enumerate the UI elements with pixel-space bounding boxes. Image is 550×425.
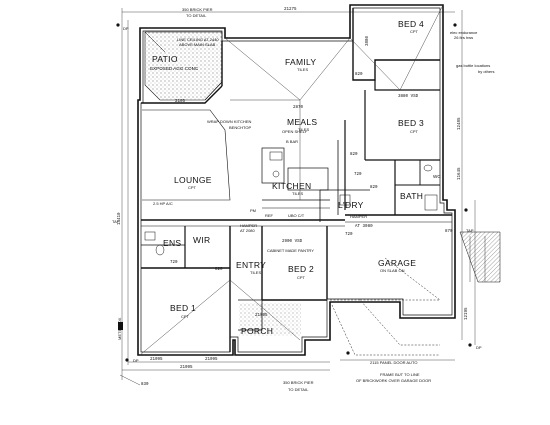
label-meals: MEALS — [287, 117, 317, 127]
label-family: FAMILY — [285, 57, 316, 67]
dim-11645: 11645 — [458, 167, 462, 180]
label-bed4-sub: CPT — [410, 29, 419, 34]
dim-porch: 21095 — [255, 314, 268, 318]
label-patio: PATIO — [152, 54, 178, 64]
label-bed4: BED 4 — [398, 19, 424, 29]
note-gas-bottle-2: by others — [478, 69, 494, 74]
label-ldry: L'DRY — [338, 200, 364, 210]
dim-720b: 720 — [345, 233, 353, 237]
dimensions: 21275 14410 2105 3880 3880 VSD 2870 2900… — [118, 8, 469, 387]
note-dp-right: DP — [476, 345, 482, 350]
dim-meals: 2870 — [293, 106, 304, 110]
dim-bed4: 3880 — [366, 35, 370, 46]
note-hamper-ldry: HAMPER — [350, 214, 367, 219]
label-bed2: BED 2 — [288, 264, 314, 274]
dim-top: 21275 — [284, 8, 297, 12]
label-bed2-sub: CPT — [297, 275, 306, 280]
label-patio-note: EXPOSED AGG CONC — [150, 66, 199, 71]
label-bed1-sub: CPT — [181, 314, 190, 319]
label-bed3: BED 3 — [398, 118, 424, 128]
label-wir: WIR — [193, 235, 210, 245]
label-lounge-sub: CPT — [188, 185, 197, 190]
room-labels: PATIO EXPOSED AGG CONC FAMILY TILES BED … — [150, 19, 441, 336]
note-line-ceiling: LINE CEILING AT 2440 — [177, 37, 219, 42]
note-tap-left: TAP — [112, 219, 120, 224]
dim-820d: 820 — [215, 268, 223, 272]
note-gas-bottle: gas bottle locations — [456, 63, 490, 68]
dim-820b: 820 — [350, 153, 358, 157]
label-ens: ENS — [163, 238, 181, 248]
dim-patio: 2105 — [175, 100, 186, 104]
dimension-lines — [119, 8, 476, 386]
dim-720a: 720 — [170, 261, 178, 265]
note-meterbox: METERBOX — [117, 317, 122, 340]
markers — [116, 23, 472, 362]
note-ref: REF — [265, 213, 274, 218]
roof-lines — [139, 4, 444, 356]
porch-area — [239, 303, 301, 336]
dim-820a: 820 — [355, 73, 363, 77]
label-bed3-sub: CPT — [410, 129, 419, 134]
note-dp-top: DP — [123, 26, 129, 31]
note-garage-door: 2115 PANEL DOOR AUTO — [370, 360, 417, 365]
note-brick-pier-top: 350 BRICK PIER — [182, 7, 213, 12]
dim-820c: 820 — [370, 186, 378, 190]
fixtures — [144, 151, 438, 256]
dim-3080: AT 3080 — [355, 225, 373, 229]
patio-area — [144, 31, 223, 101]
label-lounge: LOUNGE — [174, 175, 212, 185]
note-wrap-kitchen-2: BENCHTOP — [229, 125, 251, 130]
note-dp-bottom: DP — [133, 358, 139, 363]
dim-12195: 12195 — [465, 307, 469, 320]
dim-720c: 720 — [354, 173, 362, 177]
note-uc: UBO C/T — [288, 213, 305, 218]
label-garage: GARAGE — [378, 258, 416, 268]
notes: 350 BRICK PIER TO DETAIL LINE CEILING AT… — [112, 7, 494, 392]
label-kitchen: KITCHEN — [272, 181, 311, 191]
label-entry-sub: TILES — [250, 270, 261, 275]
note-bar: B BAR — [286, 139, 298, 144]
dim-870: 870 — [445, 230, 453, 234]
dim-side: 14410 — [118, 212, 122, 225]
note-brick-pier-bot: 350 BRICK PIER — [283, 380, 314, 385]
note-line-ceiling-2: ABOVE MAIN SLAB — [179, 42, 216, 47]
note-open-shelf: OPEN SHELF — [282, 129, 308, 134]
side-deck — [459, 231, 501, 283]
note-hamper-2: AT 2080 — [240, 228, 256, 233]
note-tap-right: TAP — [466, 228, 474, 233]
note-brick-pier-bot-2: TO DETAIL — [288, 387, 309, 392]
dim-12485: 12485 — [458, 117, 462, 130]
dim-bot-2: 21095 — [150, 358, 163, 362]
note-pm: PM — [250, 208, 256, 213]
note-frame: FRAME BUT TO LINE — [380, 372, 420, 377]
label-garage-sub: ON SLAB ON — [380, 268, 405, 273]
garage-dashed — [330, 257, 441, 356]
dim-bot-3: 21095 — [205, 358, 218, 362]
label-porch: PORCH — [241, 326, 273, 336]
note-ac: 2.5 HP A/C — [153, 201, 173, 206]
note-hamper: HAMPER — [240, 223, 257, 228]
dim-bed2: 2900 VSD — [282, 240, 303, 244]
label-wc: WC — [433, 174, 441, 179]
note-brick-pier-top-2: TO DETAIL — [186, 13, 207, 18]
note-cabinet-pantry: CABINET MADE PANTRY — [267, 248, 314, 253]
label-bath: BATH — [400, 191, 423, 201]
dim-830: 830 — [141, 383, 149, 387]
note-frame-2: OF BRICKWORK OVER GARAGE DOOR — [356, 378, 431, 383]
label-meals-sub: TILES — [298, 127, 309, 132]
note-hws-2: 26 ltrs hws — [454, 35, 473, 40]
label-bed1: BED 1 — [170, 303, 196, 313]
dim-bed3: 3880 VSD — [398, 95, 419, 99]
label-family-sub: TILES — [297, 67, 308, 72]
dim-bot-1: 21095 — [180, 366, 193, 370]
note-hws: elec endurance — [450, 30, 478, 35]
label-kitchen-sub: TILES — [292, 191, 303, 196]
note-wrap-kitchen: WRAP DOWN KITCHEN — [207, 119, 251, 124]
label-entry: ENTRY — [236, 260, 266, 270]
